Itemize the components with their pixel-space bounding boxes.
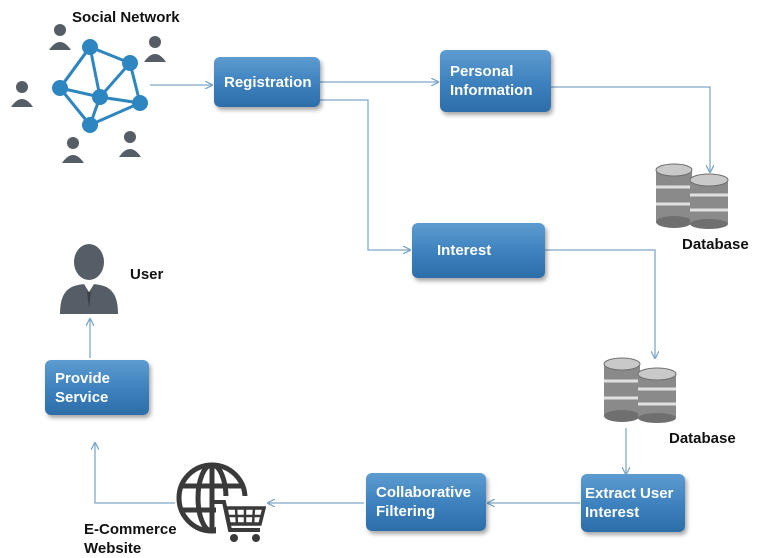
collaborative-filtering-line1: Collaborative [376,484,472,501]
provide-service-box: Provide Service [45,360,149,415]
provide-service-line2: Service [55,388,109,406]
personal-information-line2: Information [450,82,533,99]
arrow-interest-to-database [545,249,655,358]
collaborative-filtering-box: Collaborative Filtering [366,473,486,531]
personal-information-line1: Personal [450,63,514,80]
ecommerce-label-line2: Website [84,540,142,557]
arrow-ecommerce-to-service [95,443,175,504]
interest-label: Interest [437,242,492,259]
user-label: User [130,266,164,283]
collaborative-filtering-line2: Filtering [376,503,436,520]
user-icon [60,244,118,314]
extract-user-interest-line1: Extract User [585,485,674,502]
social-network-icon [11,24,166,163]
interest-box: Interest [412,223,545,278]
database-icon-top [655,163,729,229]
database-bottom-label: Database [669,430,736,447]
registration-label: Registration [224,73,312,91]
provide-service-line1: Provide [55,369,111,387]
social-network-label: Social Network [72,9,180,26]
database-icon-bottom [603,357,677,423]
ecommerce-label-line1: E-Commerce [84,521,177,538]
arrow-registration-to-interest [320,99,410,250]
extract-user-interest-line2: Interest [585,504,640,521]
extract-user-interest-box: Extract User Interest [581,474,685,532]
database-top-label: Database [682,236,749,253]
cart-icon [214,496,267,542]
arrow-personal-to-database [551,86,710,172]
registration-box: Registration [214,57,320,107]
personal-information-box: Personal Information [440,50,551,112]
network-person-icons [11,24,166,163]
ecommerce-globe-cart-icon [176,462,267,542]
